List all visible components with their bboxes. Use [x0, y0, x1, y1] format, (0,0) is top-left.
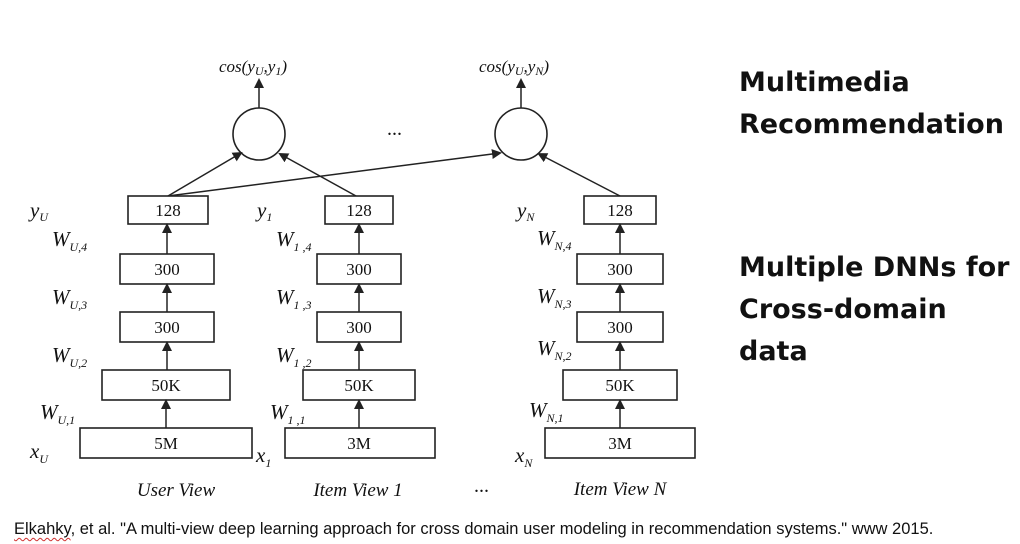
layer-label: 3M: [347, 434, 371, 453]
layer-box-300: [576, 253, 664, 285]
output-label-cos-n: cos(yU,yN): [479, 57, 549, 78]
layer-box-128: [324, 195, 394, 225]
layer-label: 128: [155, 201, 181, 220]
edge-user-to-cosn: [167, 149, 502, 197]
layer-label: 300: [346, 260, 372, 279]
weight-label: WN,3: [537, 284, 572, 311]
ellipsis-bottom: ...: [474, 475, 489, 497]
edge-user-to-cos1: [167, 151, 243, 197]
layer-label: 3M: [608, 434, 632, 453]
ellipsis-top: ...: [387, 118, 402, 140]
slide-subtitle-line: Multiple DNNs for: [739, 252, 1010, 283]
citation: Elkahky, et al. "A multi-view deep learn…: [14, 520, 933, 539]
weight-label: W1 ,1: [270, 400, 306, 427]
cosine-node-n: [494, 107, 548, 161]
weight-label: WU,3: [52, 285, 87, 312]
layer-label: 128: [346, 201, 372, 220]
input-label-x: xN: [514, 443, 533, 470]
layer-box-300: [119, 311, 215, 343]
multi-view-dnn-diagram: cos(yU,y1) cos(yU,yN) ... 128 300 300 50…: [28, 57, 696, 501]
tower-user-view: 128 300 300 50K 5M yU WU,4 WU,3 WU,2 WU,…: [28, 195, 253, 501]
layer-label: 128: [607, 201, 633, 220]
weight-label: WU,4: [52, 227, 87, 254]
view-label: Item View 1: [312, 480, 402, 501]
output-label-cos-1: cos(yU,y1): [219, 57, 287, 78]
layer-label: 50K: [605, 376, 635, 395]
output-label-y: yN: [515, 198, 535, 224]
layer-label: 300: [607, 260, 633, 279]
slide-title-line: Multimedia: [739, 67, 910, 98]
layer-box-50k: [101, 369, 231, 401]
layer-box-input: [284, 427, 436, 459]
weight-label: WU,1: [40, 400, 75, 427]
slide-title-line: Recommendation: [739, 109, 1004, 140]
cosine-node-1: [232, 107, 286, 161]
layer-label: 50K: [151, 376, 181, 395]
layer-label: 300: [607, 318, 633, 337]
tower-item-view-n: 128 300 300 50K 3M yN WN,4 WN,3 WN,2 WN,…: [514, 195, 696, 500]
weight-label: W1 ,4: [276, 227, 312, 254]
output-label-y: y1: [255, 198, 272, 224]
input-label-x: xU: [29, 439, 49, 466]
view-label: Item View N: [573, 479, 668, 500]
layer-label: 5M: [154, 434, 178, 453]
tower-item-view-1: 128 300 300 50K 3M y1 W1 ,4 W1 ,3 W1 ,2 …: [255, 195, 436, 501]
layer-box-300: [316, 311, 402, 343]
slide-title: Multimedia Recommendation: [739, 62, 1004, 146]
layer-box-128: [127, 195, 209, 225]
input-label-x: x1: [255, 443, 271, 470]
layer-label: 300: [154, 318, 180, 337]
layer-box-300: [576, 311, 664, 343]
weight-label: W1 ,3: [276, 285, 312, 312]
weight-label: WN,2: [537, 336, 572, 363]
weight-label: WN,1: [529, 398, 564, 425]
weight-label: WU,2: [52, 343, 87, 370]
edge-item1-to-cos1: [278, 153, 357, 197]
slide-subtitle-line: Cross-domain data: [739, 294, 947, 367]
citation-text: , et al. "A multi-view deep learning app…: [70, 520, 934, 538]
view-label: User View: [137, 480, 216, 501]
layer-label: 50K: [344, 376, 374, 395]
layer-label: 300: [346, 318, 372, 337]
weight-label: WN,4: [537, 226, 572, 253]
weight-label: W1 ,2: [276, 343, 312, 370]
layer-label: 300: [154, 260, 180, 279]
edge-itemn-to-cosn: [537, 153, 621, 197]
slide-subtitle: Multiple DNNs for Cross-domain data: [739, 247, 1020, 373]
citation-author: Elkahky: [14, 520, 71, 538]
output-label-y: yU: [28, 198, 49, 224]
layer-box-300: [316, 253, 402, 285]
